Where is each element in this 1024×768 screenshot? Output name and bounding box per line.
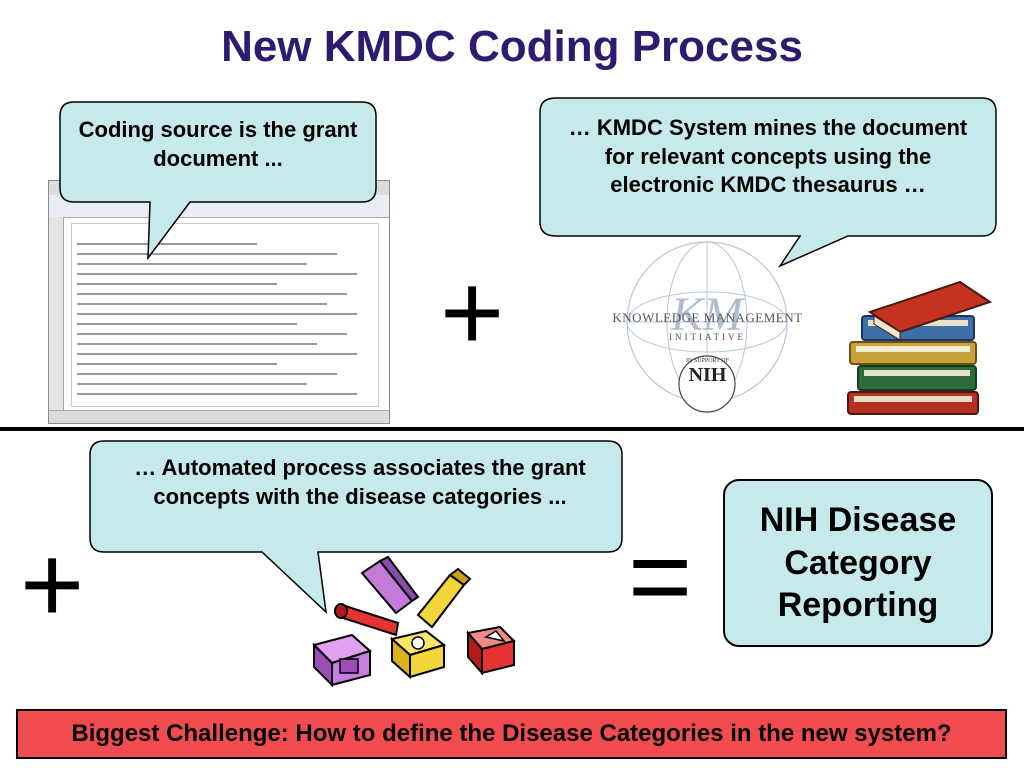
- document-statusbar: [49, 410, 389, 423]
- toy-blocks-icon: [312, 555, 516, 688]
- plus-operator-bottom: +: [20, 523, 85, 646]
- callout-automated: [89, 440, 623, 614]
- logo-line1: KNOWLEDGE MANAGEMENT: [612, 310, 803, 325]
- logo-line2: INITIATIVE: [669, 332, 746, 342]
- callout-kmdc-system: [539, 97, 997, 268]
- result-text: NIH Disease Category Reporting: [759, 501, 957, 625]
- globe-icon: KM: [626, 241, 788, 413]
- logo-line3: IN SUPPORT OF: [686, 358, 729, 364]
- challenge-banner: Biggest Challenge: How to define the Dis…: [16, 709, 1007, 759]
- challenge-text: Biggest Challenge: How to define the Dis…: [71, 720, 952, 747]
- callout-coding-source-text: Coding source is the grant document ...: [78, 117, 358, 171]
- callout-kmdc-system-text: … KMDC System mines the document for rel…: [568, 115, 968, 198]
- knowledge-management-logo: KM KNOWLEDGE MANAGEMENT INITIATIVE IN SU…: [605, 232, 810, 422]
- books-icon: [847, 280, 993, 415]
- plus-operator-top: +: [440, 251, 505, 374]
- section-divider: [0, 427, 1024, 431]
- callout-coding-source: [59, 101, 377, 261]
- callout-automated-text: … Automated process associates the grant…: [134, 455, 586, 509]
- equals-operator: =: [628, 515, 693, 638]
- document-sidebar: [49, 217, 64, 411]
- svg-text:KM: KM: [670, 288, 746, 341]
- result-box: NIH Disease Category Reporting: [723, 479, 993, 647]
- page-title: New KMDC Coding Process: [221, 22, 803, 71]
- logo-line4: NIH: [688, 364, 727, 386]
